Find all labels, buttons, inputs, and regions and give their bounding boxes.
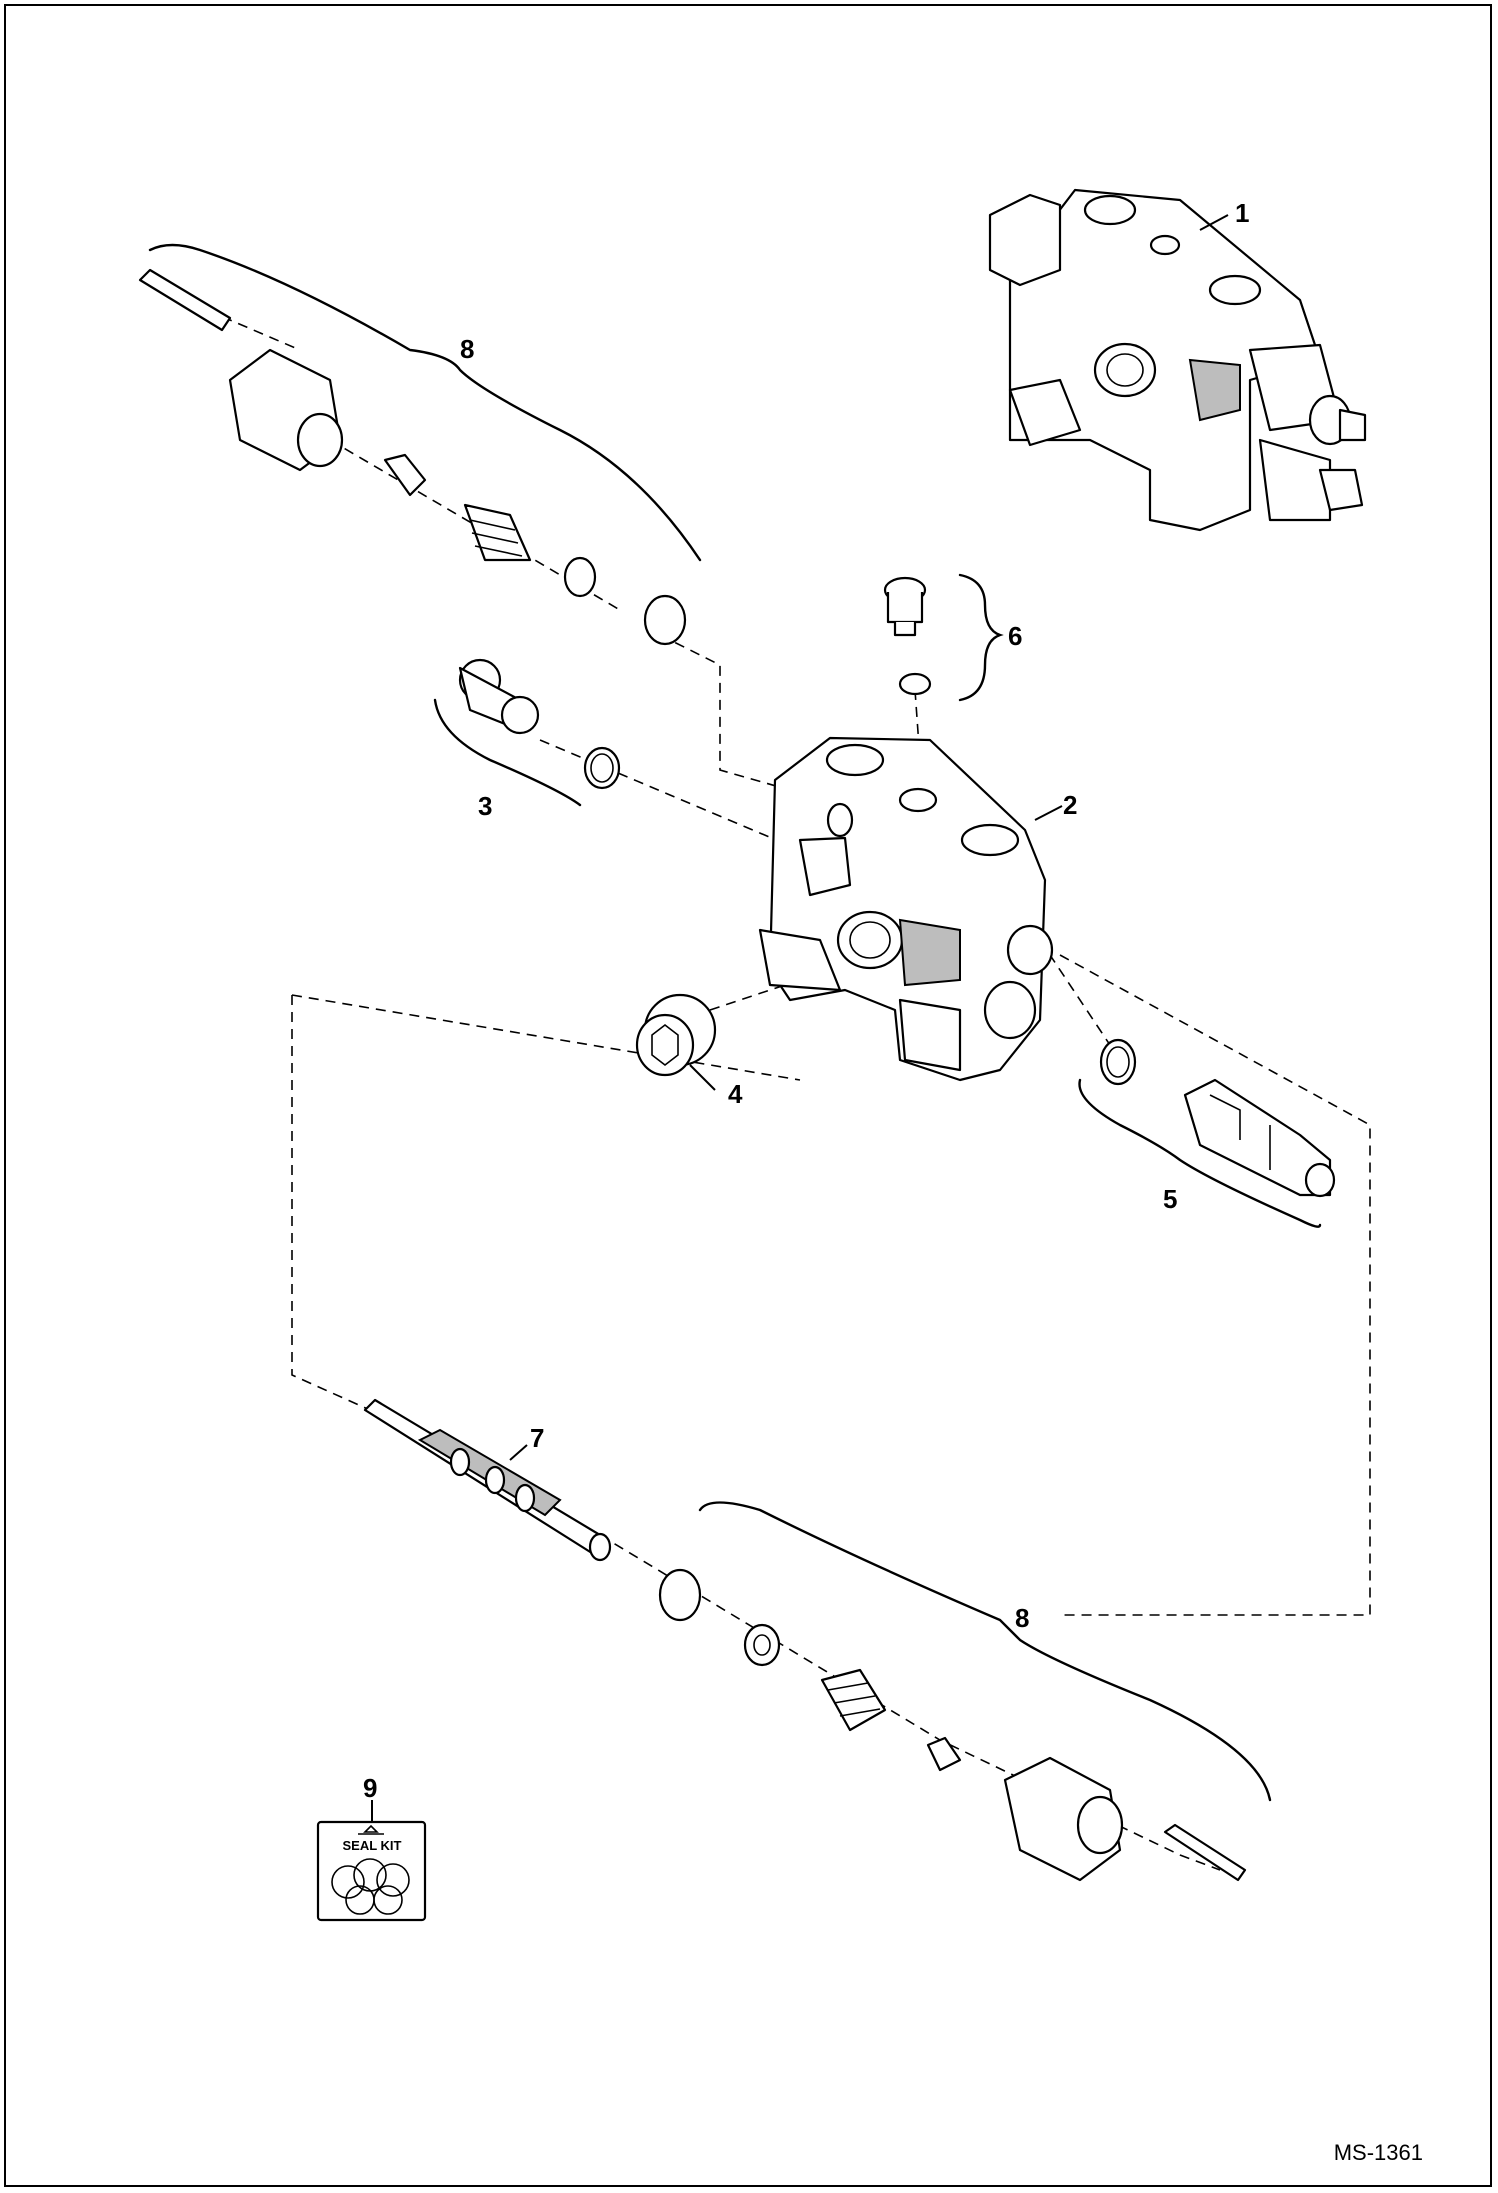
spool-cap-kit-top-part-8	[138, 268, 687, 646]
valve-section-part-2	[758, 736, 1054, 1082]
callout-numbers: 1 2 3 4 5 6 7 8 8 9	[363, 198, 1249, 1803]
callout-5: 5	[1163, 1184, 1177, 1214]
callout-9: 9	[363, 1773, 377, 1803]
leader-lines	[371, 214, 1229, 1822]
callout-4: 4	[728, 1079, 743, 1109]
drawing-frame	[4, 4, 1492, 2187]
callout-8-bottom: 8	[1015, 1603, 1029, 1633]
braces	[148, 243, 1322, 1802]
callout-1: 1	[1235, 198, 1249, 228]
plug-part-3	[458, 658, 621, 790]
seal-kit-label: SEAL KIT	[343, 1838, 402, 1853]
valve-assembly-part-1	[988, 188, 1367, 532]
spool-cap-kit-bottom-part-8	[658, 1568, 1247, 1882]
plug-part-6	[883, 576, 932, 696]
callout-7: 7	[530, 1423, 544, 1453]
assembly-lines	[159, 289, 1371, 1871]
callout-3: 3	[478, 791, 492, 821]
relief-valve-part-5	[1099, 1038, 1336, 1198]
spool-part-7	[363, 1398, 612, 1562]
callout-6: 6	[1008, 621, 1022, 651]
callout-8-top: 8	[460, 334, 474, 364]
seal-kit-part-9: SEAL KIT	[316, 1820, 427, 1922]
callout-2: 2	[1063, 790, 1077, 820]
drawing-reference: MS-1361	[1334, 2140, 1423, 2165]
plug-part-4	[635, 993, 717, 1077]
